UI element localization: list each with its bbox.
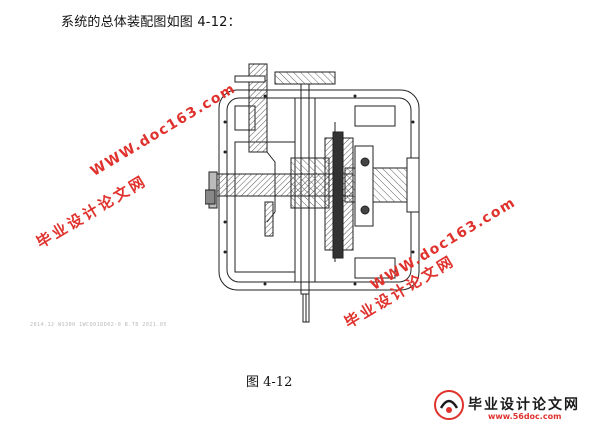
assembly-drawing <box>205 63 420 323</box>
site-logo[interactable]: 毕业设计论文网 www.56doc.com <box>430 384 596 424</box>
logo-emblem-icon <box>434 390 464 420</box>
watermark-site-name: 毕业设计论文网 <box>33 171 151 252</box>
intro-paragraph: 系统的总体装配图如图 4-12： <box>61 15 241 30</box>
logo-title: 毕业设计论文网 <box>468 397 580 413</box>
faint-drawing-note: 2014.12 WS300 1WCQ01DD02-0 B.T8 2021.05 <box>30 322 167 328</box>
logo-url[interactable]: www.56doc.com <box>488 412 562 421</box>
figure-caption: 图 4-12 <box>246 375 293 390</box>
